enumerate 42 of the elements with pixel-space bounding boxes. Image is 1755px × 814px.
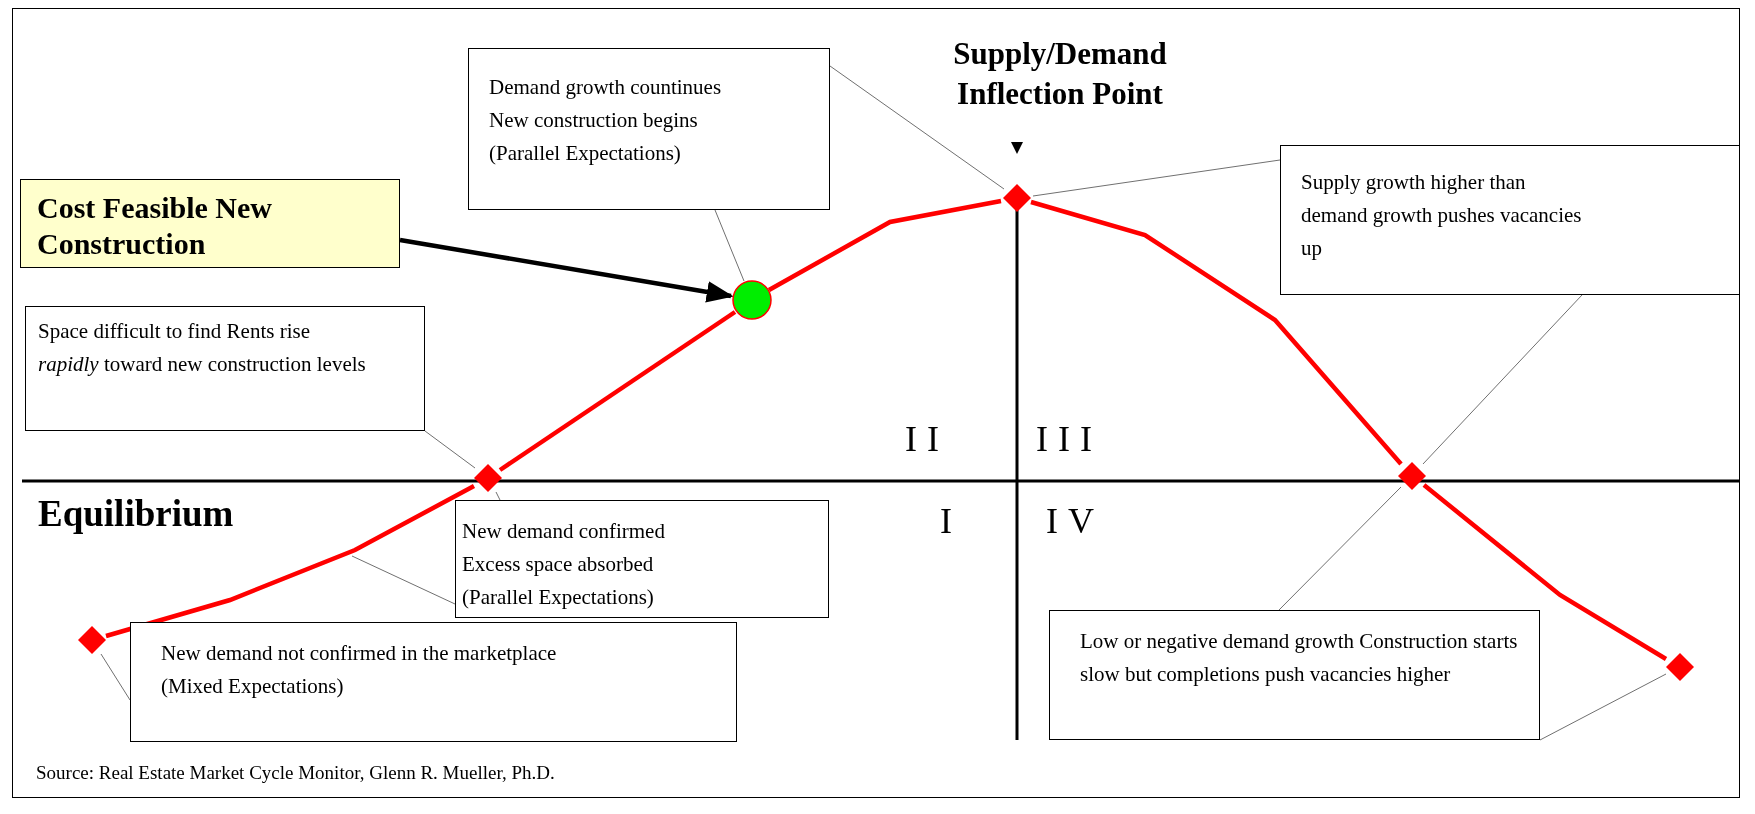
heading-text: Supply/Demand Inflection Point — [952, 35, 1168, 113]
leader-line — [1032, 159, 1281, 197]
leader-line — [1422, 294, 1583, 465]
highlight-text: Cost Feasible New Construction — [37, 190, 273, 262]
quadrant-label: IV — [1046, 500, 1104, 542]
quadrant-label: II — [905, 418, 949, 460]
curve-point-diamond — [1002, 183, 1032, 213]
highlight-box — [20, 179, 400, 268]
curve-point-diamond — [1397, 461, 1427, 491]
quadrant-label: III — [1036, 418, 1102, 460]
axis-label: Equilibrium — [38, 492, 234, 535]
callout-text: Space difficult to find Rents rise rapidly toward new construction levels — [38, 318, 367, 378]
curve-segment — [1422, 483, 1668, 661]
quadrant-label: I — [940, 500, 962, 542]
leader-line — [351, 555, 456, 605]
curve-point-circle — [732, 280, 772, 320]
curve-segment — [767, 198, 1002, 292]
leader-line — [829, 65, 1005, 190]
curve-point-diamond — [473, 463, 503, 493]
leader-line — [1278, 486, 1402, 611]
callout-text: New demand confirmed Excess space absorbed (Parallel Expectations) — [462, 518, 666, 611]
callout-text: Supply growth higher than demand growth pushes vacancies up — [1301, 169, 1583, 262]
callout-box — [468, 48, 830, 210]
leader-line — [714, 209, 745, 282]
arrow — [399, 237, 734, 303]
curve-point-diamond — [1665, 652, 1695, 682]
callout-box — [25, 306, 425, 431]
curve-segment — [105, 484, 476, 639]
leader-line — [1539, 673, 1667, 741]
leader-line — [100, 653, 131, 701]
callout-box — [455, 500, 829, 618]
curve-point-diamond — [77, 625, 107, 655]
callout-text: Demand growth countinues New construction begins (Parallel Expectations) — [489, 74, 723, 167]
callout-text: Low or negative demand growth Construction starts slow but completions push vacancies higher — [1080, 628, 1519, 688]
callout-box — [1280, 145, 1740, 295]
callout-text: New demand not confirmed in the marketplace (Mixed Expectations) — [161, 640, 558, 700]
leader-line — [424, 430, 476, 469]
curve-segment — [498, 310, 737, 472]
callout-box — [1049, 610, 1540, 740]
source-note: Source: Real Estate Market Cycle Monitor, Glenn R. Mueller, Ph.D. — [36, 762, 555, 784]
curve-segment — [1030, 199, 1403, 466]
callout-box — [130, 622, 737, 742]
